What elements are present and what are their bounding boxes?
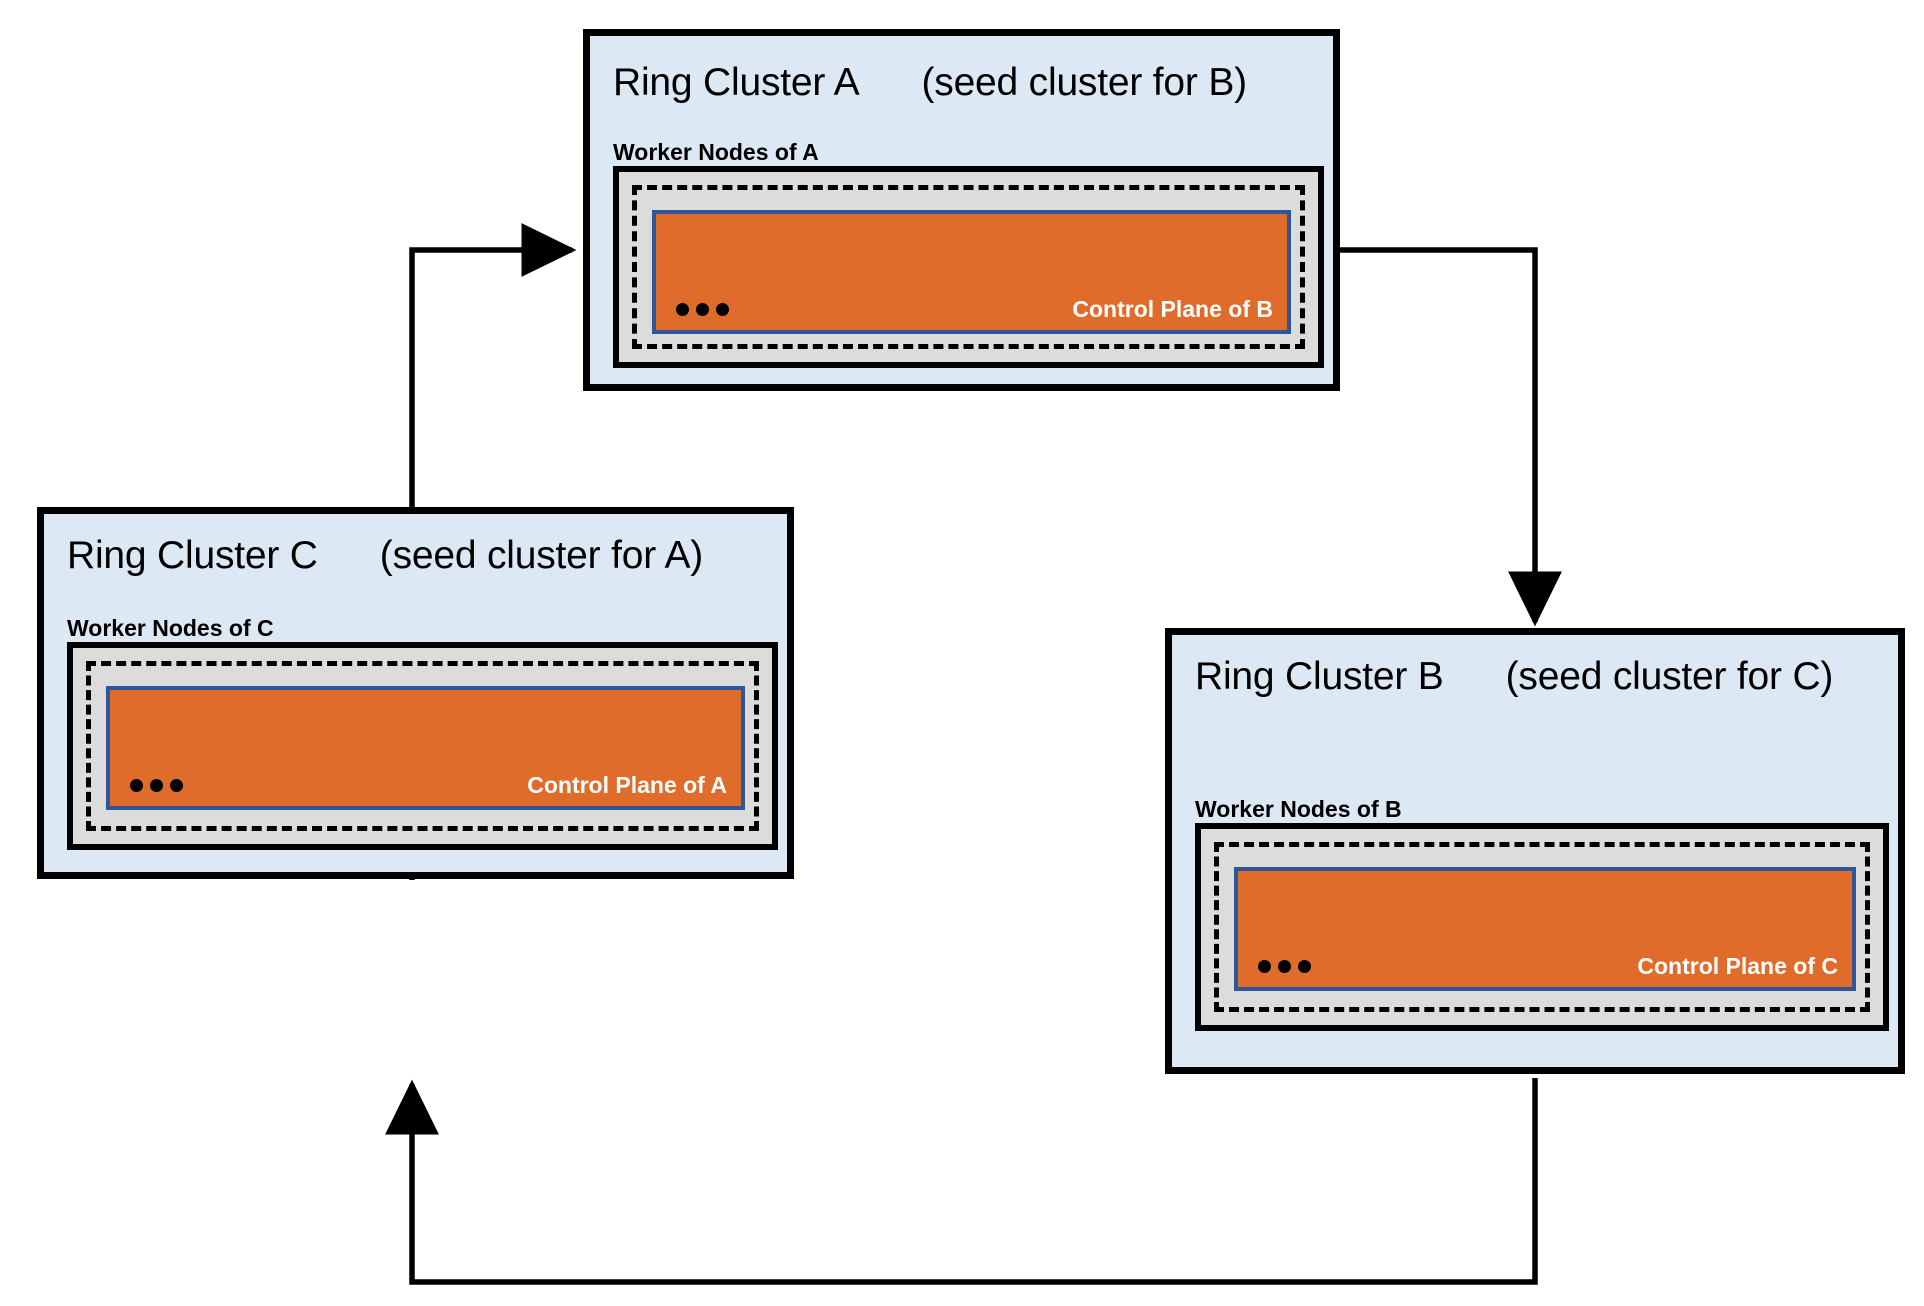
cluster-b[interactable]: Ring Cluster B (seed cluster for C) Worke…	[1165, 628, 1905, 1074]
cluster-c-name: Ring Cluster C	[67, 534, 318, 577]
cluster-c-control-plane[interactable]: Control Plane of A	[106, 686, 745, 810]
cluster-b-control-plane[interactable]: Control Plane of C	[1234, 867, 1856, 991]
cluster-a[interactable]: Ring Cluster A (seed cluster for B) Worke…	[583, 29, 1340, 391]
arrow-a-to-b	[1340, 247, 1562, 627]
cluster-b-ellipsis-dots	[1258, 960, 1311, 973]
cluster-b-worker-box: Control Plane of C	[1195, 823, 1889, 1031]
cluster-c-control-plane-label: Control Plane of A	[527, 772, 727, 798]
cluster-a-control-plane[interactable]: Control Plane of B	[652, 210, 1291, 334]
cluster-c[interactable]: Ring Cluster C (seed cluster for A) Worke…	[37, 507, 794, 879]
cluster-a-worker-label: Worker Nodes of A	[613, 139, 819, 165]
cluster-b-name: Ring Cluster B	[1195, 655, 1444, 698]
cluster-c-worker-box: Control Plane of A	[67, 642, 778, 850]
cluster-a-dashed-boundary	[632, 185, 1305, 349]
cluster-b-dashed-boundary	[1214, 842, 1870, 1012]
cluster-a-seed-note: (seed cluster for B)	[921, 61, 1247, 104]
cluster-a-worker-box: Control Plane of B	[613, 166, 1324, 368]
cluster-b-worker-label: Worker Nodes of B	[1195, 796, 1402, 822]
cluster-a-name: Ring Cluster A	[613, 61, 860, 104]
cluster-a-title: Ring Cluster A (seed cluster for B)	[613, 63, 1247, 102]
arrow-b-to-c	[385, 1078, 1538, 1285]
cluster-c-dashed-boundary	[86, 661, 759, 831]
cluster-c-worker-label: Worker Nodes of C	[67, 615, 274, 641]
cluster-b-seed-note: (seed cluster for C)	[1505, 655, 1834, 698]
cluster-c-ellipsis-dots	[130, 779, 183, 792]
cluster-b-title: Ring Cluster B (seed cluster for C)	[1195, 657, 1833, 696]
cluster-c-title: Ring Cluster C (seed cluster for A)	[67, 536, 703, 575]
cluster-c-seed-note: (seed cluster for A)	[379, 534, 704, 577]
cluster-a-control-plane-label: Control Plane of B	[1072, 296, 1273, 322]
cluster-b-control-plane-label: Control Plane of C	[1637, 953, 1838, 979]
cluster-a-ellipsis-dots	[676, 303, 729, 316]
